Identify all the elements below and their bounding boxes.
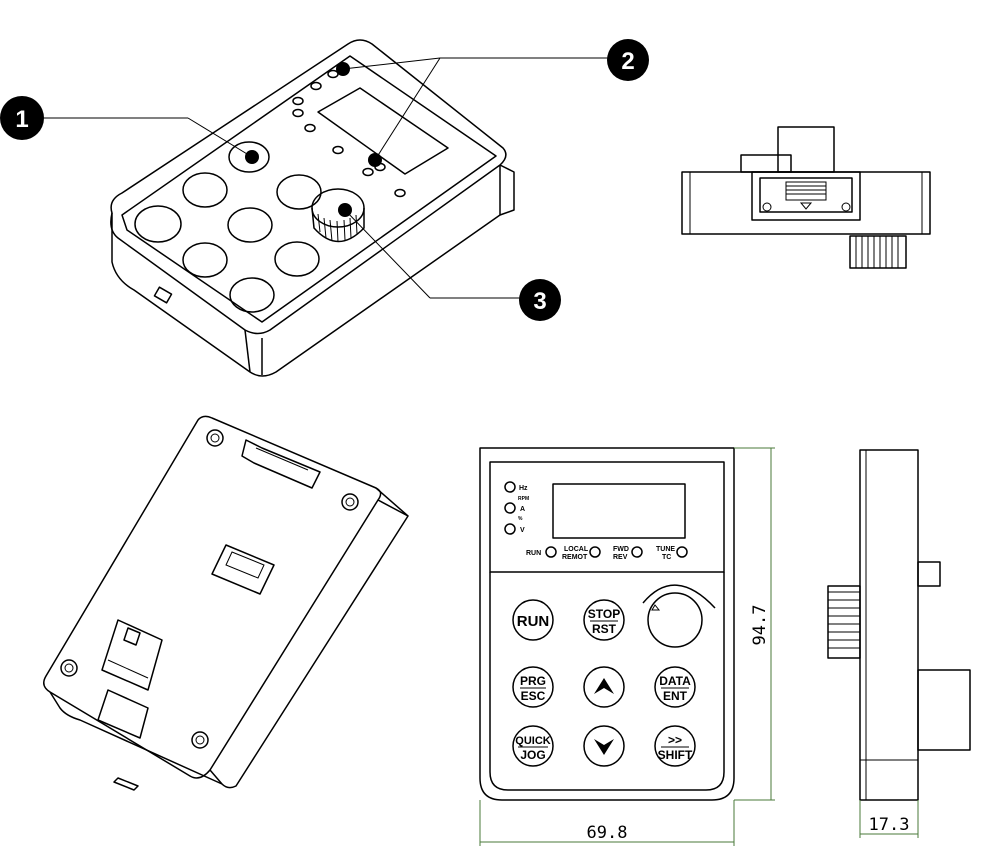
potentiometer-knob[interactable] [642, 584, 716, 648]
run-status-label: RUN [526, 550, 541, 557]
side-view: 17.3 [827, 449, 971, 838]
callout-3: 3 [338, 203, 561, 321]
run-status-led [545, 546, 557, 558]
local-label: LOCAL [564, 546, 589, 553]
shift-key-label: SHIFT [658, 748, 693, 762]
callout-1-badge [0, 96, 44, 140]
callout-3-badge [519, 279, 561, 321]
callout-1: 1 [0, 96, 259, 164]
esc-key-label: ESC [521, 689, 546, 703]
rpm-label: RPM [518, 496, 529, 502]
rev-label: REV [613, 554, 628, 561]
run-key-label: RUN [517, 613, 550, 630]
width-dimension-label: 69.8 [587, 823, 628, 843]
callout-2: 2 [336, 39, 649, 167]
data-key-label: DATA [659, 674, 691, 688]
quick-key-label: QUICK [515, 735, 551, 747]
isometric-view [110, 39, 515, 377]
width-dimension: 69.8 [479, 800, 735, 846]
callout-1-label: 1 [15, 106, 28, 133]
pct-label: % [518, 516, 523, 522]
callout-3-label: 3 [533, 288, 546, 315]
rear-view [43, 415, 409, 791]
front-view: Hz RPM A % V RUN LOCAL REMOT FWD REV TUN… [479, 447, 775, 846]
depth-dimension: 17.3 [859, 800, 919, 838]
down-key[interactable] [583, 725, 625, 767]
jog-key-label: JOG [520, 748, 545, 762]
a-led [504, 502, 516, 514]
tc-label: TC [662, 554, 671, 561]
up-key[interactable] [583, 666, 625, 708]
fwd-label: FWD [613, 546, 629, 553]
down-arrow-icon [594, 739, 614, 755]
tune-led [676, 546, 688, 558]
prg-key-label: PRG [520, 674, 546, 688]
run-key[interactable]: RUN [512, 599, 554, 641]
local-led [589, 546, 601, 558]
tune-label: TUNE [656, 546, 675, 553]
depth-dimension-label: 17.3 [869, 815, 910, 835]
hz-label: Hz [519, 485, 528, 492]
ent-key-label: ENT [663, 689, 688, 703]
data-ent-key[interactable]: DATA ENT [654, 666, 696, 708]
quick-jog-key[interactable]: QUICK JOG [512, 725, 554, 767]
height-dimension-label: 94.7 [750, 605, 770, 646]
shift-key[interactable]: >> SHIFT [654, 725, 696, 767]
remot-label: REMOT [562, 554, 588, 561]
stop-key-label: STOP [588, 607, 620, 621]
callout-2-badge [607, 39, 649, 81]
hz-led [504, 481, 516, 493]
lcd-display [552, 483, 686, 539]
up-arrow-icon [594, 678, 614, 694]
rst-key-label: RST [592, 622, 617, 636]
v-led [504, 523, 516, 535]
a-label: A [520, 506, 525, 513]
fwd-led [631, 546, 643, 558]
knob-marker-icon [651, 604, 661, 611]
prg-esc-key[interactable]: PRG ESC [512, 666, 554, 708]
v-label: V [520, 527, 525, 534]
callout-2-label: 2 [621, 48, 634, 75]
top-view [681, 126, 931, 269]
stop-rst-key[interactable]: STOP RST [583, 599, 625, 641]
shift-arrows-label: >> [668, 733, 682, 747]
height-dimension: 94.7 [734, 447, 775, 801]
